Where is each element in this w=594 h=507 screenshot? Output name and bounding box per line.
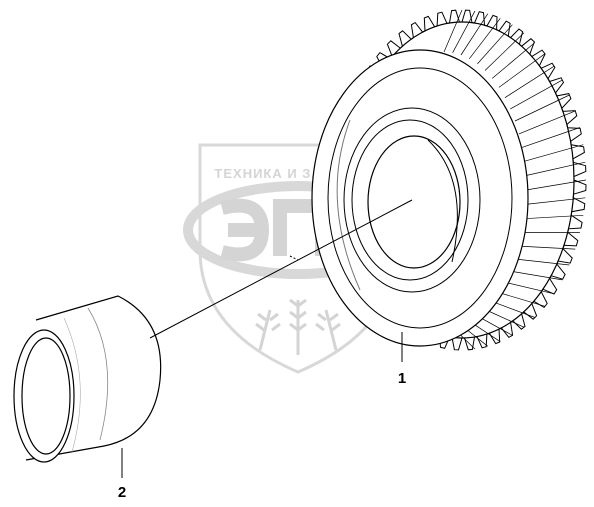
gear-tooth-line bbox=[469, 18, 501, 60]
gear-tooth-line bbox=[498, 53, 546, 88]
gear-bore bbox=[367, 135, 461, 269]
gear-tooth-line bbox=[514, 258, 570, 266]
callout-1: 1 bbox=[398, 370, 406, 387]
gear-face-ring bbox=[327, 67, 513, 329]
gear-tooth-line bbox=[477, 24, 513, 65]
bushing-front-rim bbox=[13, 329, 75, 463]
gear-hub-outer bbox=[343, 107, 481, 293]
gear-tooth-line bbox=[477, 315, 513, 336]
gear-tooth-line bbox=[492, 301, 536, 318]
gear bbox=[311, 9, 587, 351]
bushing bbox=[13, 295, 162, 463]
gear-tooth-line bbox=[510, 270, 563, 281]
watermark-wheat bbox=[255, 298, 341, 355]
gear-tooth-line bbox=[524, 144, 584, 162]
gear-tooth-line bbox=[525, 161, 586, 176]
gear-tooth-line bbox=[524, 214, 584, 220]
gear-tooth-line bbox=[460, 13, 489, 56]
gear-tooth-line bbox=[518, 245, 576, 250]
gear-face-shading bbox=[336, 119, 361, 291]
gear-tooth-line bbox=[504, 281, 555, 295]
assembly-axis bbox=[149, 199, 413, 339]
gear-tooth-line bbox=[484, 32, 525, 71]
bushing-shading-2 bbox=[63, 317, 81, 453]
bushing-front-bore bbox=[21, 337, 71, 455]
gear-tooth-line bbox=[452, 10, 476, 53]
gear-face-outer bbox=[311, 49, 529, 347]
gear-tooth-line bbox=[484, 309, 525, 328]
gear-tooth-line bbox=[525, 197, 586, 205]
gear-tooth-line bbox=[504, 65, 555, 98]
bushing-shading bbox=[87, 307, 109, 441]
gear-tooth-line bbox=[525, 179, 587, 191]
gear-tooth-line bbox=[491, 42, 536, 79]
gear-bore-inner-edge bbox=[427, 139, 458, 263]
gear-tooth-line bbox=[514, 94, 570, 122]
gear-tooth-line bbox=[510, 79, 563, 110]
callout-2: 2 bbox=[118, 484, 126, 501]
gear-tooth-line bbox=[518, 110, 576, 135]
gear-tooth-line bbox=[521, 127, 581, 148]
gear-tooth-line bbox=[443, 9, 463, 53]
gear-tooth-line bbox=[498, 292, 546, 307]
gear-hub-rim bbox=[351, 119, 469, 281]
leader-lines bbox=[121, 332, 403, 478]
